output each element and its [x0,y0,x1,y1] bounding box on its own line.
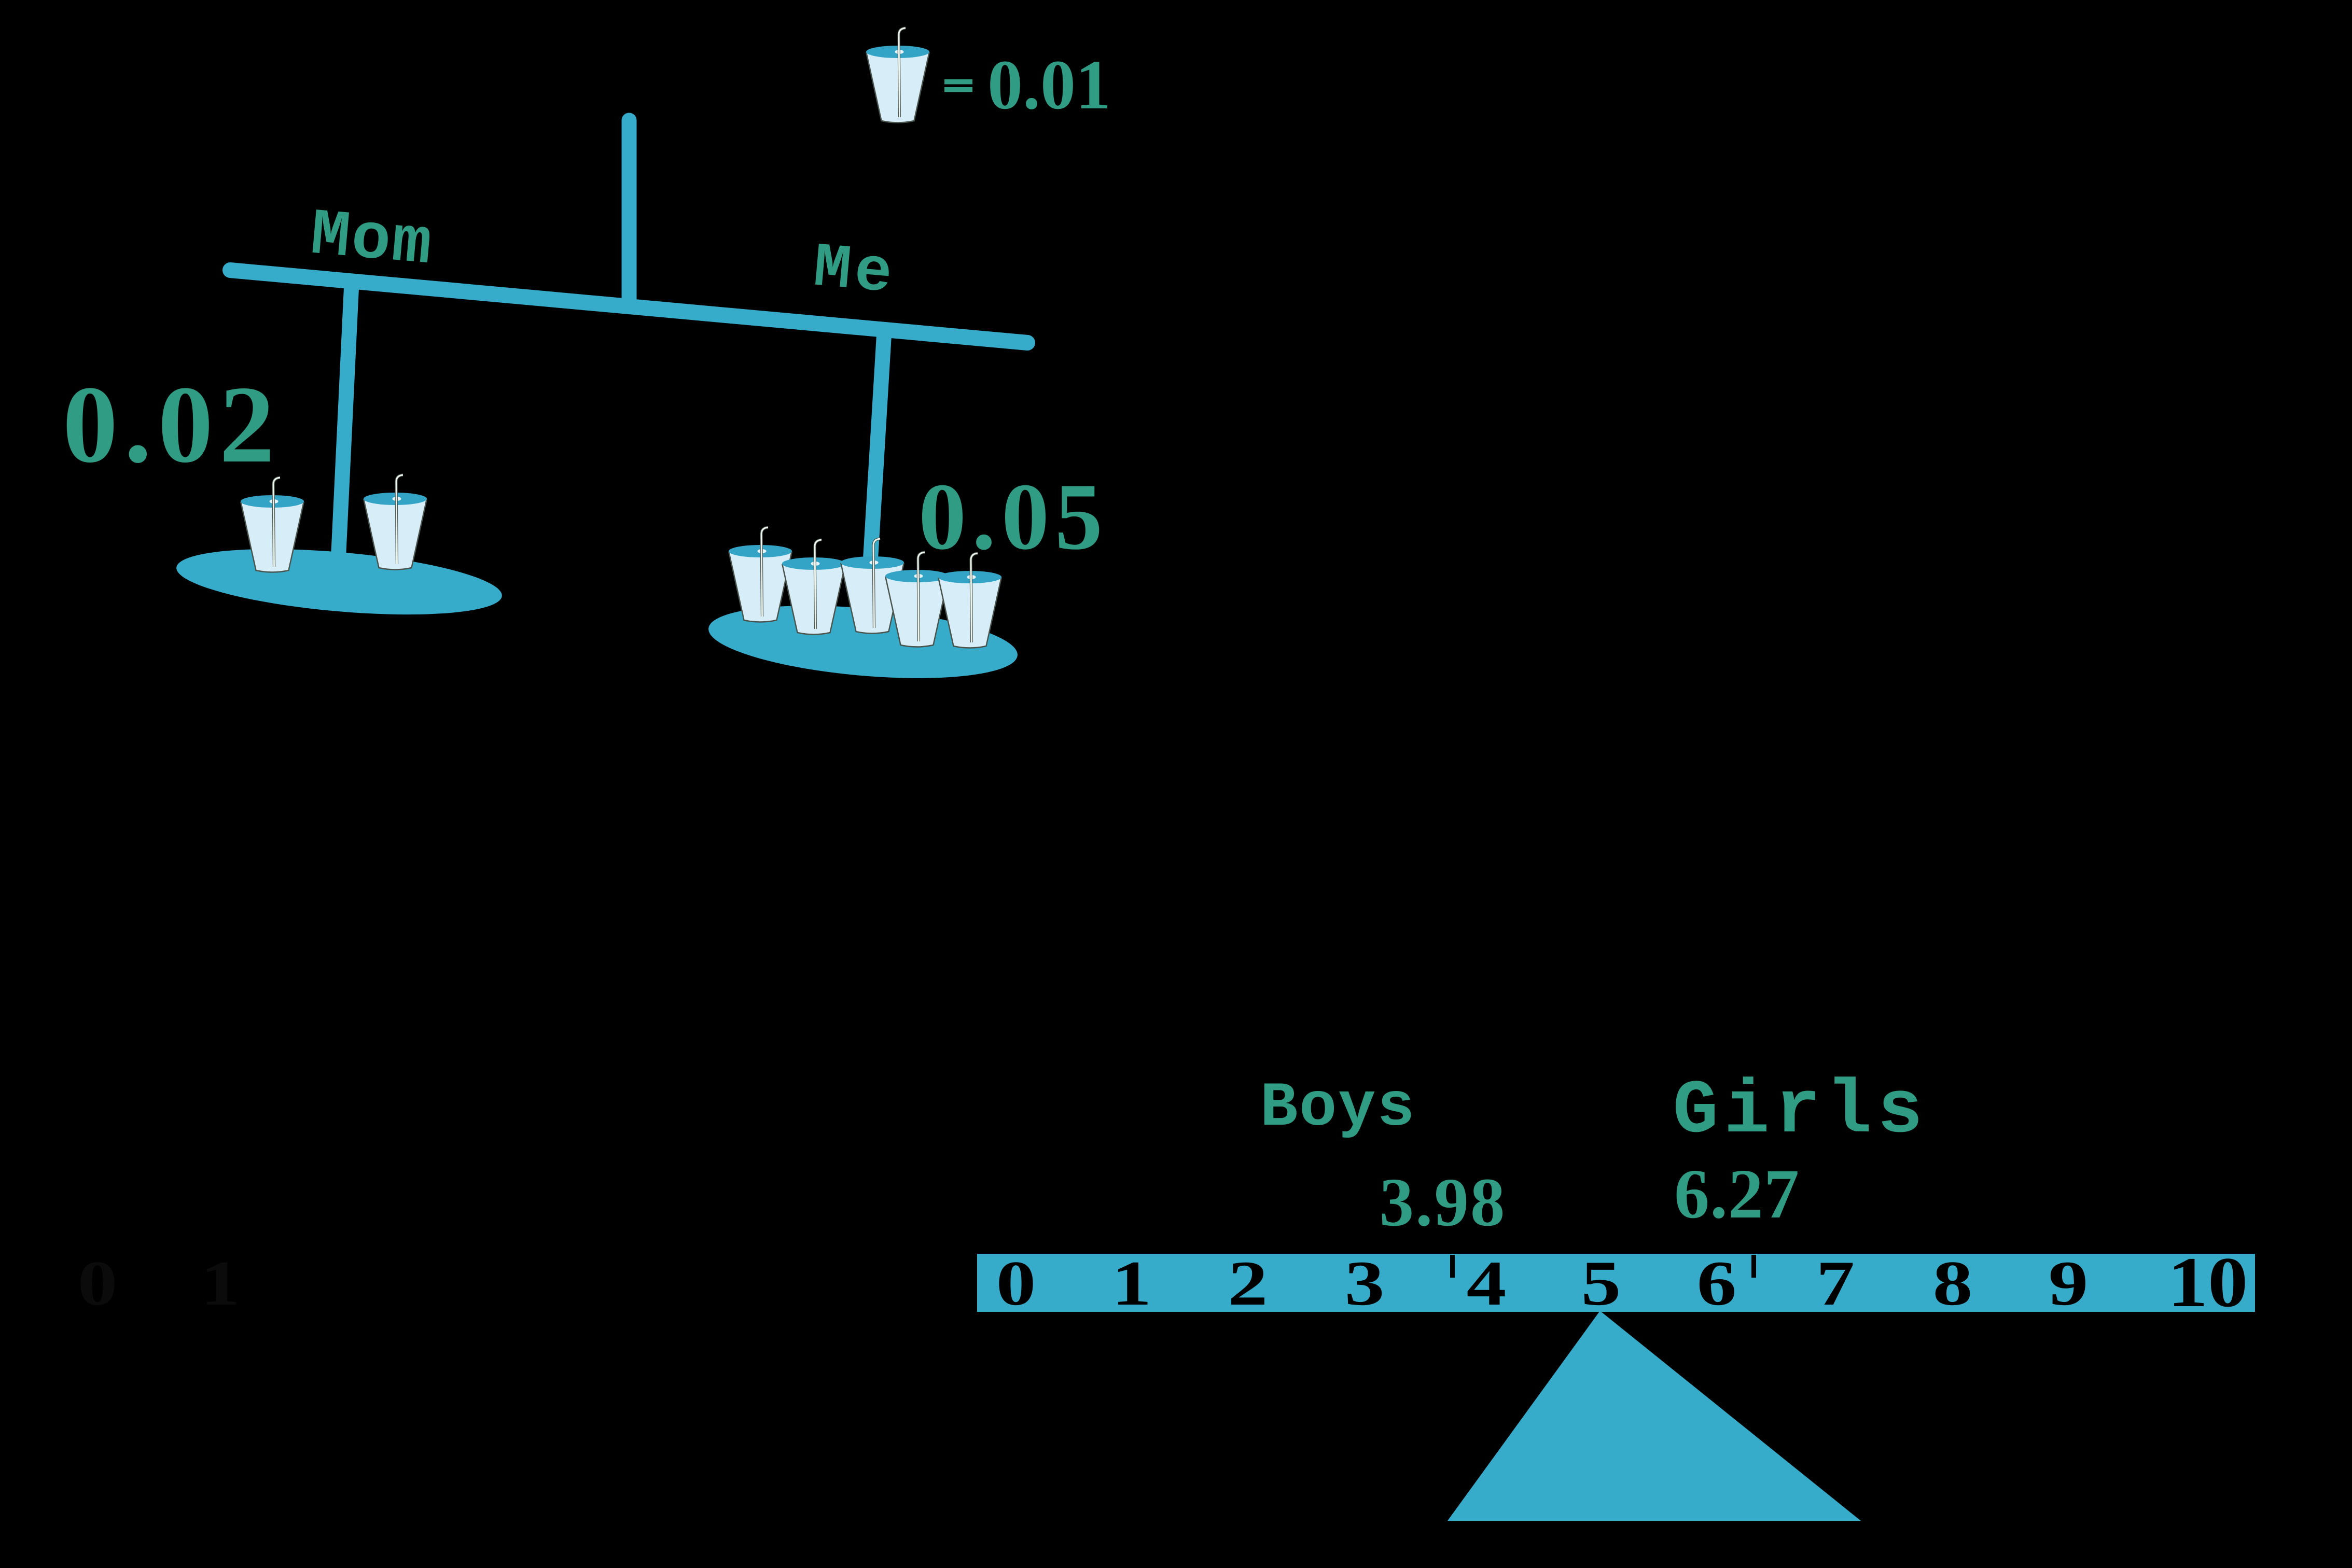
svg-text:Me: Me [811,233,898,310]
svg-text:1: 1 [1112,1248,1152,1319]
svg-text:0.01: 0.01 [987,46,1111,124]
svg-text:8: 8 [1933,1248,1973,1319]
svg-text:3.98: 3.98 [1380,1164,1507,1240]
svg-text:Boys: Boys [1260,1073,1416,1144]
svg-text:3: 3 [1345,1248,1385,1319]
svg-text:5: 5 [1581,1248,1621,1319]
svg-text:Girls: Girls [1673,1068,1928,1154]
svg-text:10: 10 [2168,1242,2248,1322]
svg-text:0: 0 [996,1248,1036,1319]
svg-text:Mom: Mom [308,198,436,283]
svg-text:9: 9 [2049,1248,2089,1319]
svg-text:7: 7 [1816,1248,1855,1319]
svg-text:0: 0 [78,1248,118,1319]
svg-text:2: 2 [1228,1248,1268,1319]
svg-text:1: 1 [201,1248,241,1319]
svg-text:0.05: 0.05 [918,464,1108,569]
svg-text:6.27: 6.27 [1674,1155,1800,1233]
svg-text:4: 4 [1467,1248,1507,1319]
svg-text:0.02: 0.02 [63,363,281,486]
svg-text:6: 6 [1697,1248,1737,1319]
